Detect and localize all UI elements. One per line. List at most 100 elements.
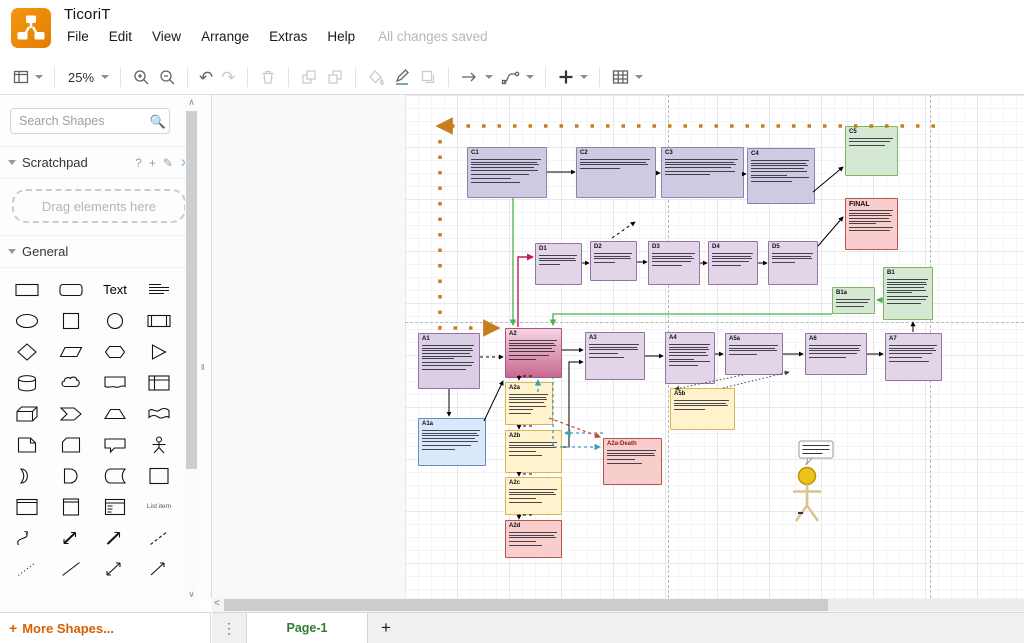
shape-callout[interactable]	[93, 429, 137, 460]
fill-color-button[interactable]	[363, 65, 389, 89]
scroll-up-icon[interactable]: ∧	[185, 97, 198, 108]
shape-heading[interactable]	[137, 274, 181, 305]
edge-1[interactable]	[440, 140, 498, 328]
search-shapes-input[interactable]	[10, 108, 170, 134]
shape-bidirectional-arrow[interactable]	[49, 522, 93, 553]
edit-icon[interactable]: ✎	[163, 156, 173, 170]
shape-arrow[interactable]	[93, 522, 137, 553]
shape-or[interactable]	[5, 460, 49, 491]
shape-vertical-container[interactable]	[49, 491, 93, 522]
scroll-down-icon[interactable]: ∨	[185, 589, 198, 600]
edge-15[interactable]	[553, 314, 832, 325]
shape-ellipse[interactable]	[5, 305, 49, 336]
edge-26[interactable]	[519, 376, 532, 380]
shape-rectangle[interactable]	[5, 274, 49, 305]
zoom-out-button[interactable]	[154, 65, 180, 89]
actor-group[interactable]	[772, 430, 862, 535]
connection-style-button[interactable]	[456, 65, 497, 89]
menu-view[interactable]: View	[149, 28, 184, 45]
shape-card[interactable]	[49, 429, 93, 460]
shape-document[interactable]	[93, 367, 137, 398]
page-tab[interactable]: Page-1	[246, 613, 368, 643]
scratchpad-section-header[interactable]: Scratchpad ?+✎✕	[0, 147, 198, 179]
shape-process[interactable]	[137, 305, 181, 336]
line-color-button[interactable]	[389, 65, 415, 89]
search-icon[interactable]: 🔍	[150, 114, 166, 130]
edge-35[interactable]	[723, 372, 789, 388]
add-icon[interactable]: +	[149, 156, 156, 170]
shape-square[interactable]	[49, 305, 93, 336]
general-section-header[interactable]: General	[0, 235, 198, 268]
shape-cube[interactable]	[5, 398, 49, 429]
redo-button[interactable]: ↷	[217, 66, 239, 89]
speech-bubble[interactable]	[799, 441, 833, 465]
edge-16[interactable]	[518, 257, 533, 327]
shape-hexagon[interactable]	[93, 336, 137, 367]
shape-container[interactable]	[137, 460, 181, 491]
insert-button[interactable]	[553, 65, 592, 89]
shape-dashed-line[interactable]	[137, 522, 181, 553]
shape-circle[interactable]	[93, 305, 137, 336]
help-icon[interactable]: ?	[135, 156, 142, 170]
shape-cloud[interactable]	[49, 367, 93, 398]
edge-11[interactable]	[818, 217, 843, 246]
zoom-in-button[interactable]	[128, 65, 154, 89]
edge-34[interactable]	[675, 375, 743, 389]
diagram-canvas[interactable]: C1C2C3C4C5FINALD1D2D3D4D5B1B1aA1A2A3A4A5…	[212, 95, 1024, 598]
scroll-left-icon[interactable]: <	[214, 598, 220, 609]
menu-arrange[interactable]: Arrange	[198, 28, 252, 45]
menu-help[interactable]: Help	[324, 28, 358, 45]
scratchpad-drop-zone[interactable]: Drag elements here	[12, 189, 186, 223]
to-back-button[interactable]	[322, 65, 348, 89]
shape-cylinder[interactable]	[5, 367, 49, 398]
delete-button[interactable]	[255, 65, 281, 89]
hscroll-track[interactable]	[828, 599, 1024, 611]
shape-data-storage[interactable]	[93, 460, 137, 491]
edge-19[interactable]	[562, 362, 583, 447]
waypoints-button[interactable]	[497, 65, 538, 89]
edge-10[interactable]	[612, 222, 635, 238]
edge-33[interactable]	[549, 418, 600, 437]
stick-figure[interactable]	[793, 468, 821, 522]
shape-list[interactable]	[93, 491, 137, 522]
document-title[interactable]: TicoriT	[64, 6, 488, 23]
shape-container-2[interactable]	[5, 491, 49, 522]
add-page-button[interactable]: +	[368, 613, 404, 643]
shape-diamond[interactable]	[5, 336, 49, 367]
shape-dotted-line[interactable]	[5, 553, 49, 584]
shape-triangle[interactable]	[137, 336, 181, 367]
horizontal-scrollbar[interactable]: <	[212, 598, 1024, 612]
shape-list-item[interactable]: List item	[137, 491, 181, 522]
shape-step[interactable]	[49, 398, 93, 429]
shape-tape[interactable]	[137, 398, 181, 429]
shape-directional-connector[interactable]	[137, 553, 181, 584]
edge-27[interactable]	[519, 426, 532, 429]
shape-note[interactable]	[5, 429, 49, 460]
menu-edit[interactable]: Edit	[106, 28, 135, 45]
shape-bidirectional-connector[interactable]	[93, 553, 137, 584]
divider-handle-icon[interactable]: ‖	[201, 363, 204, 372]
undo-button[interactable]: ↶	[195, 66, 217, 89]
shape-line[interactable]	[49, 553, 93, 584]
shape-parallelogram[interactable]	[49, 336, 93, 367]
pages-menu-button[interactable]: ⋮	[212, 613, 246, 643]
view-panels-button[interactable]	[8, 65, 47, 89]
shadow-button[interactable]	[415, 65, 441, 89]
menu-file[interactable]: File	[64, 28, 92, 45]
hscroll-thumb[interactable]	[224, 599, 828, 611]
sidebar-scrollbar[interactable]: ∧ ∨	[185, 97, 198, 600]
zoom-level-button[interactable]: 25%	[62, 67, 113, 88]
edge-25[interactable]	[484, 381, 503, 421]
more-shapes-button[interactable]: + More Shapes...	[0, 612, 211, 643]
shape-curve[interactable]	[5, 522, 49, 553]
edge-29[interactable]	[519, 515, 532, 519]
edge-28[interactable]	[519, 474, 532, 476]
table-button[interactable]	[607, 65, 647, 89]
shape-rounded-rectangle[interactable]	[49, 274, 93, 305]
sidebar-scroll-thumb[interactable]	[186, 111, 197, 469]
shape-text[interactable]: Text	[93, 274, 137, 305]
panel-divider[interactable]: ‖	[198, 95, 212, 598]
edge-32[interactable]	[553, 376, 600, 447]
shape-actor[interactable]	[137, 429, 181, 460]
shape-and[interactable]	[49, 460, 93, 491]
